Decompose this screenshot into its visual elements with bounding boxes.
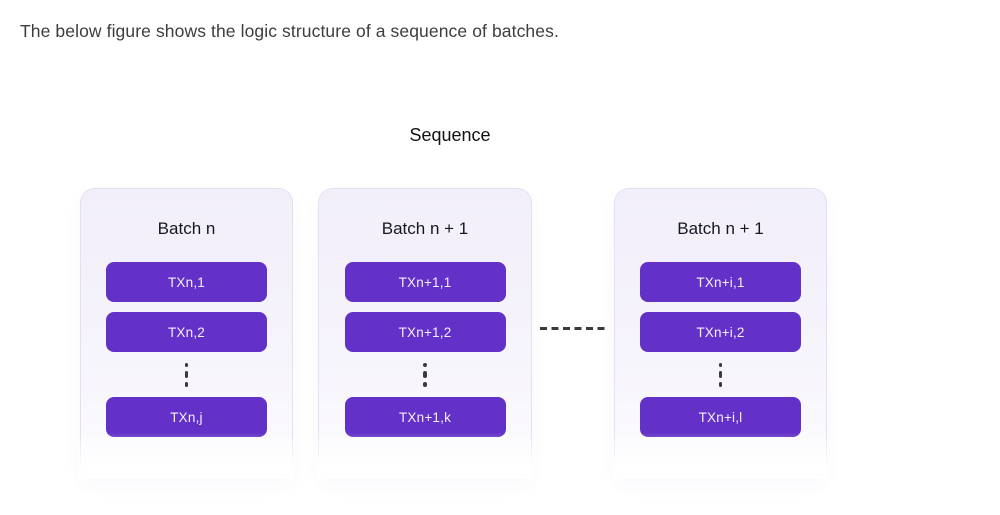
batch-card-n-plus-i: Batch n + 1 TXn+i,1 TXn+i,2 TXn+i,l	[613, 188, 828, 479]
vertical-ellipsis-icon	[81, 352, 292, 397]
batch-card-n: Batch n TXn,1 TXn,2 TXn,j	[79, 188, 294, 479]
batch-card-n-plus-1: Batch n + 1 TXn+1,1 TXn+1,2 TXn+1,k	[317, 188, 533, 479]
transaction-box: TXn+i,l	[640, 397, 801, 437]
transaction-box: TXn+1,1	[344, 262, 506, 302]
transaction-box: TXn+1,2	[344, 312, 506, 352]
figure-caption: The below figure shows the logic structu…	[20, 21, 559, 41]
transaction-box: TXn,1	[106, 262, 267, 302]
transaction-box: TXn+1,k	[344, 397, 506, 437]
continuation-dashed-line-icon	[540, 327, 607, 330]
batch-title: Batch n + 1	[381, 219, 469, 238]
transaction-box: TXn+i,2	[640, 312, 801, 352]
transaction-box: TXn,2	[106, 312, 267, 352]
batch-title: Batch n	[157, 219, 216, 238]
transaction-box: TXn,j	[106, 397, 267, 437]
transaction-box: TXn+i,1	[640, 262, 801, 302]
batch-title: Batch n + 1	[677, 219, 764, 238]
vertical-ellipsis-icon	[615, 352, 826, 397]
sequence-title: Sequence	[409, 125, 491, 145]
vertical-ellipsis-icon	[319, 352, 531, 397]
